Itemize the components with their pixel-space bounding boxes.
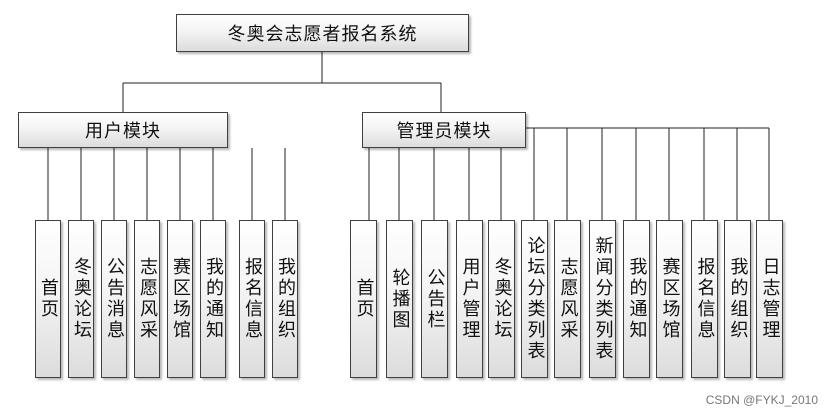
user-leaf: 报名信息 bbox=[239, 220, 265, 378]
user-leaf: 我的组织 bbox=[272, 220, 298, 378]
user-leaf: 志愿风采 bbox=[134, 220, 160, 378]
admin-module-label: 管理员模块 bbox=[396, 121, 492, 142]
admin-leaf: 赛区场馆 bbox=[656, 220, 683, 378]
admin-leaf: 新闻分类列表 bbox=[589, 220, 616, 378]
admin-leaf: 我的通知 bbox=[623, 220, 650, 378]
user-module-node: 用户模块 bbox=[18, 112, 228, 148]
admin-leaf: 用户管理 bbox=[456, 220, 483, 378]
admin-leaf: 轮播图 bbox=[386, 220, 413, 378]
user-leaf: 公告消息 bbox=[101, 220, 127, 378]
admin-leaf: 报名信息 bbox=[691, 220, 718, 378]
admin-leaf: 首页 bbox=[350, 220, 377, 378]
user-leaf: 我的通知 bbox=[200, 220, 226, 378]
user-leaf: 冬奥论坛 bbox=[68, 220, 94, 378]
watermark-credit: CSDN @FYKJ_2010 bbox=[705, 393, 818, 407]
user-leaf: 赛区场馆 bbox=[167, 220, 193, 378]
root-node: 冬奥会志愿者报名系统 bbox=[176, 14, 469, 52]
user-module-label: 用户模块 bbox=[85, 121, 161, 142]
admin-module-node: 管理员模块 bbox=[362, 112, 526, 148]
root-label: 冬奥会志愿者报名系统 bbox=[227, 24, 418, 45]
admin-leaf: 冬奥论坛 bbox=[488, 220, 515, 378]
admin-leaf: 论坛分类列表 bbox=[521, 220, 548, 378]
user-leaf: 首页 bbox=[35, 220, 61, 378]
admin-leaf: 公告栏 bbox=[421, 220, 448, 378]
admin-leaf: 志愿风采 bbox=[554, 220, 581, 378]
admin-leaf: 我的组织 bbox=[724, 220, 751, 378]
admin-leaf: 日志管理 bbox=[756, 220, 783, 378]
